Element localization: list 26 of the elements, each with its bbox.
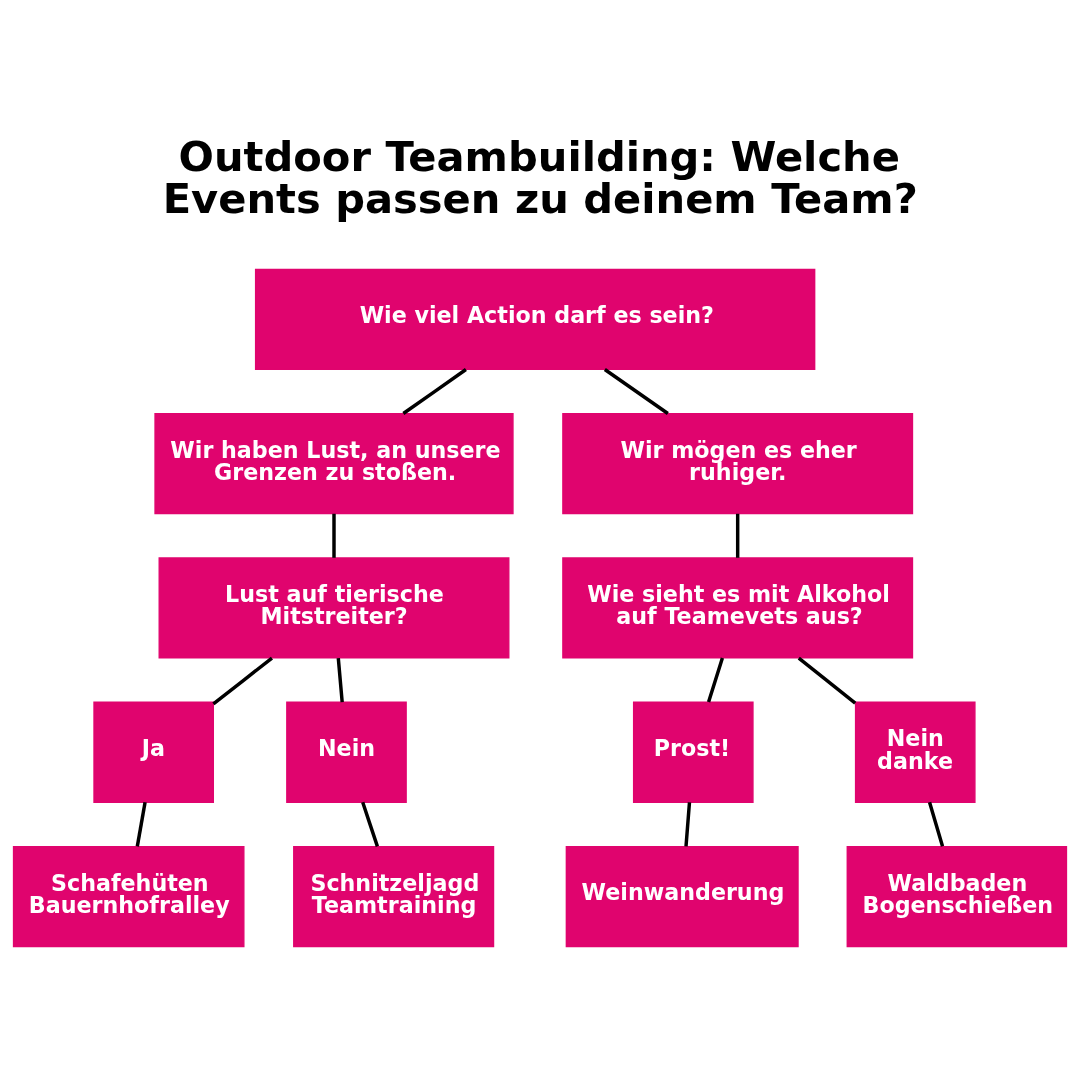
node-box: Wie sieht es mit Alkohol auf Teamevets aus?: [562, 557, 914, 659]
node-box: Wir haben Lust, an unsere Grenzen zu stoßen.: [154, 413, 514, 515]
node-box: Waldbaden Bogenschießen: [846, 845, 1068, 948]
connector: [706, 657, 725, 703]
connector: [603, 368, 669, 415]
node-box: Schafehüten Bauernhofralley: [12, 845, 245, 948]
node-box: Schnitzeljagd Teamtraining: [293, 845, 495, 948]
connector: [332, 513, 336, 558]
connector: [684, 802, 692, 847]
node-box: Nein: [286, 701, 407, 803]
node-box: Ja: [93, 701, 214, 803]
diagram-title: Outdoor Teambuilding: Welche Events passen zu deinem Team?: [162, 132, 918, 223]
node-box: Wie viel Action darf es sein?: [254, 268, 816, 371]
node-box: Wir mögen es eher ruhiger.: [562, 413, 914, 515]
connector: [212, 656, 273, 706]
node-box: Prost!: [632, 701, 754, 803]
connector: [927, 801, 945, 847]
connector: [402, 368, 467, 415]
connector: [336, 657, 344, 703]
connector: [797, 656, 857, 705]
node-box: Weinwanderung: [565, 845, 799, 948]
node-box: Nein danke: [854, 701, 976, 803]
connector: [735, 513, 740, 558]
connector: [135, 802, 147, 847]
connector: [361, 801, 380, 847]
node-box: Lust auf tierische Mitstreiter?: [158, 557, 510, 659]
